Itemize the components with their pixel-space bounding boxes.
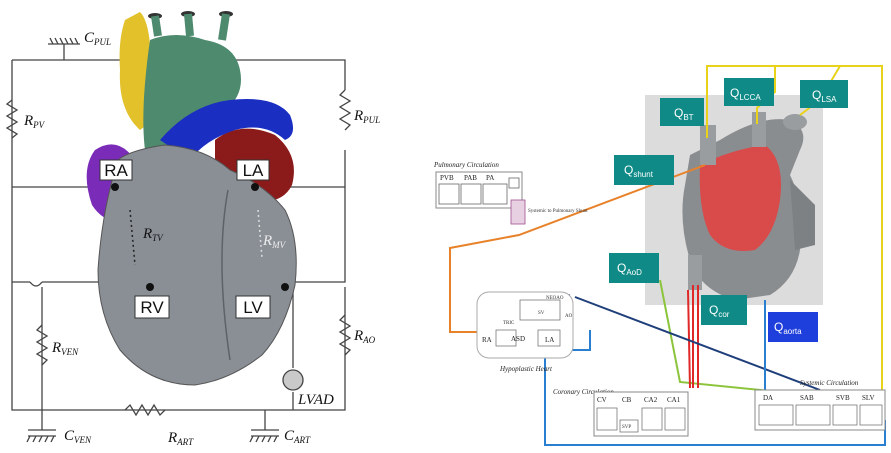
svg-text:LA: LA [545,336,554,344]
svg-text:LV: LV [243,298,263,317]
r-art-label: RART [167,430,194,447]
heart-mesh-illustration [87,11,297,385]
svg-text:DA: DA [763,394,773,402]
svg-text:SLV: SLV [862,394,875,402]
hypoplastic-heart-block: NEOAO AO SV TRIC RA ASD LA Hypoplastic H… [477,292,573,373]
svg-text:AO: AO [565,314,573,319]
node-ra-label: RA [100,160,132,180]
r-pv-label: RPV [23,113,46,130]
flow-label-q-bt: QBT [660,98,704,126]
flow-label-q-aod: QAoD [609,253,659,283]
r-pul-label: RPUL [353,108,380,125]
lvad-pump [283,370,303,390]
flow-label-q-shunt: Qshunt [614,155,674,185]
svg-text:SVP: SVP [622,425,631,430]
svg-text:Systemic to Pulmonary Shunt: Systemic to Pulmonary Shunt [528,209,588,214]
lvad-label: LVAD [297,392,334,408]
svg-text:LA: LA [243,161,264,180]
svg-text:RA: RA [104,161,128,180]
svg-text:SV: SV [538,311,545,316]
svg-text:CB: CB [622,396,632,404]
node-la-label: LA [237,160,269,180]
svg-text:PVB: PVB [440,174,454,182]
svg-text:Systemic Circulation: Systemic Circulation [800,379,859,387]
flow-label-q-aorta: Qaorta [768,312,818,342]
pulmonary-circulation-block: Pulmonary Circulation PVB PAB PA Systemi… [433,161,588,224]
c-ven-label: CVEN [64,428,92,445]
svg-text:ASD: ASD [511,335,525,343]
svg-text:SVB: SVB [836,394,850,402]
left-heart-circuit: CPUL RPV RPUL [7,11,380,447]
c-ven-capacitor [27,430,56,442]
svg-text:CA1: CA1 [667,396,681,404]
r-ao-label: RAO [353,328,376,345]
svg-text:Hypoplastic Heart: Hypoplastic Heart [499,365,553,373]
svg-text:PA: PA [486,174,494,182]
node-lv-label: LV [236,296,270,318]
coronary-circulation-block: Coronary Circulation CV CB CA2 CA1 SVP [553,388,688,436]
svg-text:RA: RA [482,336,492,344]
flow-label-q-cor: Qcor [701,295,747,325]
c-pul-label: CPUL [84,30,111,47]
svg-text:PAB: PAB [464,174,477,182]
svg-text:Pulmonary Circulation: Pulmonary Circulation [433,161,499,169]
node-rv-label: RV [135,296,169,318]
flow-label-q-lsa: QLSA [800,80,848,108]
r-ven-label: RVEN [51,340,79,357]
node-rv-dot [146,283,154,291]
svg-text:TRIC: TRIC [503,321,515,326]
c-art-capacitor [250,430,279,442]
blue-connection [760,300,765,396]
node-la-dot [251,183,259,191]
svg-text:RV: RV [140,298,164,317]
svg-text:CA2: CA2 [644,396,658,404]
svg-text:CV: CV [597,396,607,404]
node-ra-dot [111,183,119,191]
systemic-circulation-block: Systemic Circulation DA SAB SVB SLV [755,379,885,430]
flow-label-q-lcca: QLCCA [724,78,774,106]
r-pul-resistor [340,90,350,130]
c-art-label: CART [284,428,311,445]
svg-text:SAB: SAB [800,394,814,402]
node-lv-dot [281,283,289,291]
right-lpn-diagram: QBT QLCCA QLSA Qshunt QAoD Qcor Qaorta P [433,66,885,445]
